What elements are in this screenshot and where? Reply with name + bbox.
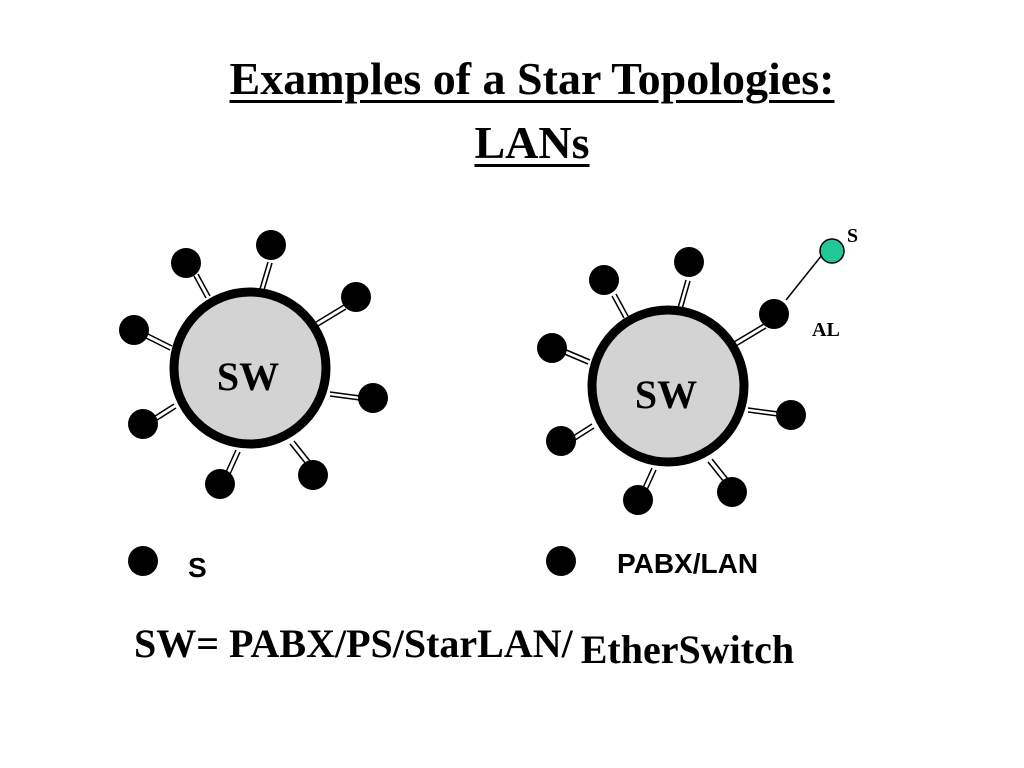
links-left: [143, 261, 361, 475]
station-node: [205, 469, 235, 499]
star-left: SW: [119, 230, 388, 499]
star-right: SW S AL: [537, 225, 858, 515]
nodes-right: [537, 247, 806, 515]
legend-label-pabx-lan: PABX/LAN: [617, 548, 759, 579]
station-node: [128, 409, 158, 439]
link: [317, 308, 347, 327]
links-right: [561, 254, 823, 493]
station-node: [358, 383, 388, 413]
switch-hub-left: [169, 287, 331, 449]
link: [259, 261, 269, 290]
link: [143, 336, 171, 351]
link: [733, 323, 765, 343]
legend-dot-pabx: [546, 546, 576, 576]
station-node: [759, 299, 789, 329]
link: [645, 469, 657, 493]
link: [329, 395, 361, 401]
station-node: [776, 400, 806, 430]
link: [293, 440, 311, 462]
link: [145, 332, 173, 347]
link: [747, 407, 779, 413]
switch-definition-part2: EtherSwitch: [580, 627, 795, 672]
page-title-line2: LANs: [474, 117, 590, 168]
switch-hub-right: [587, 305, 749, 467]
link: [289, 443, 307, 465]
switch-definition-part1: SW= PABX/PS/StarLAN/: [134, 621, 573, 666]
link: [677, 279, 687, 309]
link: [561, 352, 589, 365]
link: [711, 458, 729, 480]
link: [197, 273, 211, 297]
station-node: [589, 265, 619, 295]
link: [263, 262, 273, 291]
nodes-left: [119, 230, 388, 499]
hub-label-left: SW: [217, 354, 279, 399]
link: [611, 295, 625, 319]
link: [151, 403, 175, 419]
link: [329, 391, 361, 397]
station-node: [717, 477, 747, 507]
station-node: [674, 247, 704, 277]
link: [315, 304, 345, 323]
link: [615, 293, 629, 317]
station-node: [537, 333, 567, 363]
access-link: [785, 254, 823, 301]
station-node: [546, 426, 576, 456]
station-node: [341, 282, 371, 312]
link: [707, 461, 725, 483]
link: [225, 449, 237, 473]
remote-station-label: S: [847, 225, 858, 247]
station-node: [171, 248, 201, 278]
link: [193, 275, 207, 299]
page-title-line1: Examples of a Star Topologies:: [229, 53, 835, 104]
legend-dot-s: [128, 546, 158, 576]
station-node: [298, 460, 328, 490]
station-node: [623, 485, 653, 515]
link: [747, 411, 779, 417]
link: [229, 451, 241, 475]
remote-station-node: [819, 238, 845, 264]
link: [153, 407, 177, 423]
link: [735, 327, 767, 347]
legend-label-s: S: [188, 552, 207, 583]
access-link-label: AL: [812, 319, 840, 341]
link: [681, 280, 691, 310]
station-node: [256, 230, 286, 260]
switch-definition: SW= PABX/PS/StarLAN/EtherSwitch: [134, 620, 794, 672]
station-node: [119, 315, 149, 345]
link: [563, 348, 591, 361]
hub-label-right: SW: [635, 372, 697, 417]
